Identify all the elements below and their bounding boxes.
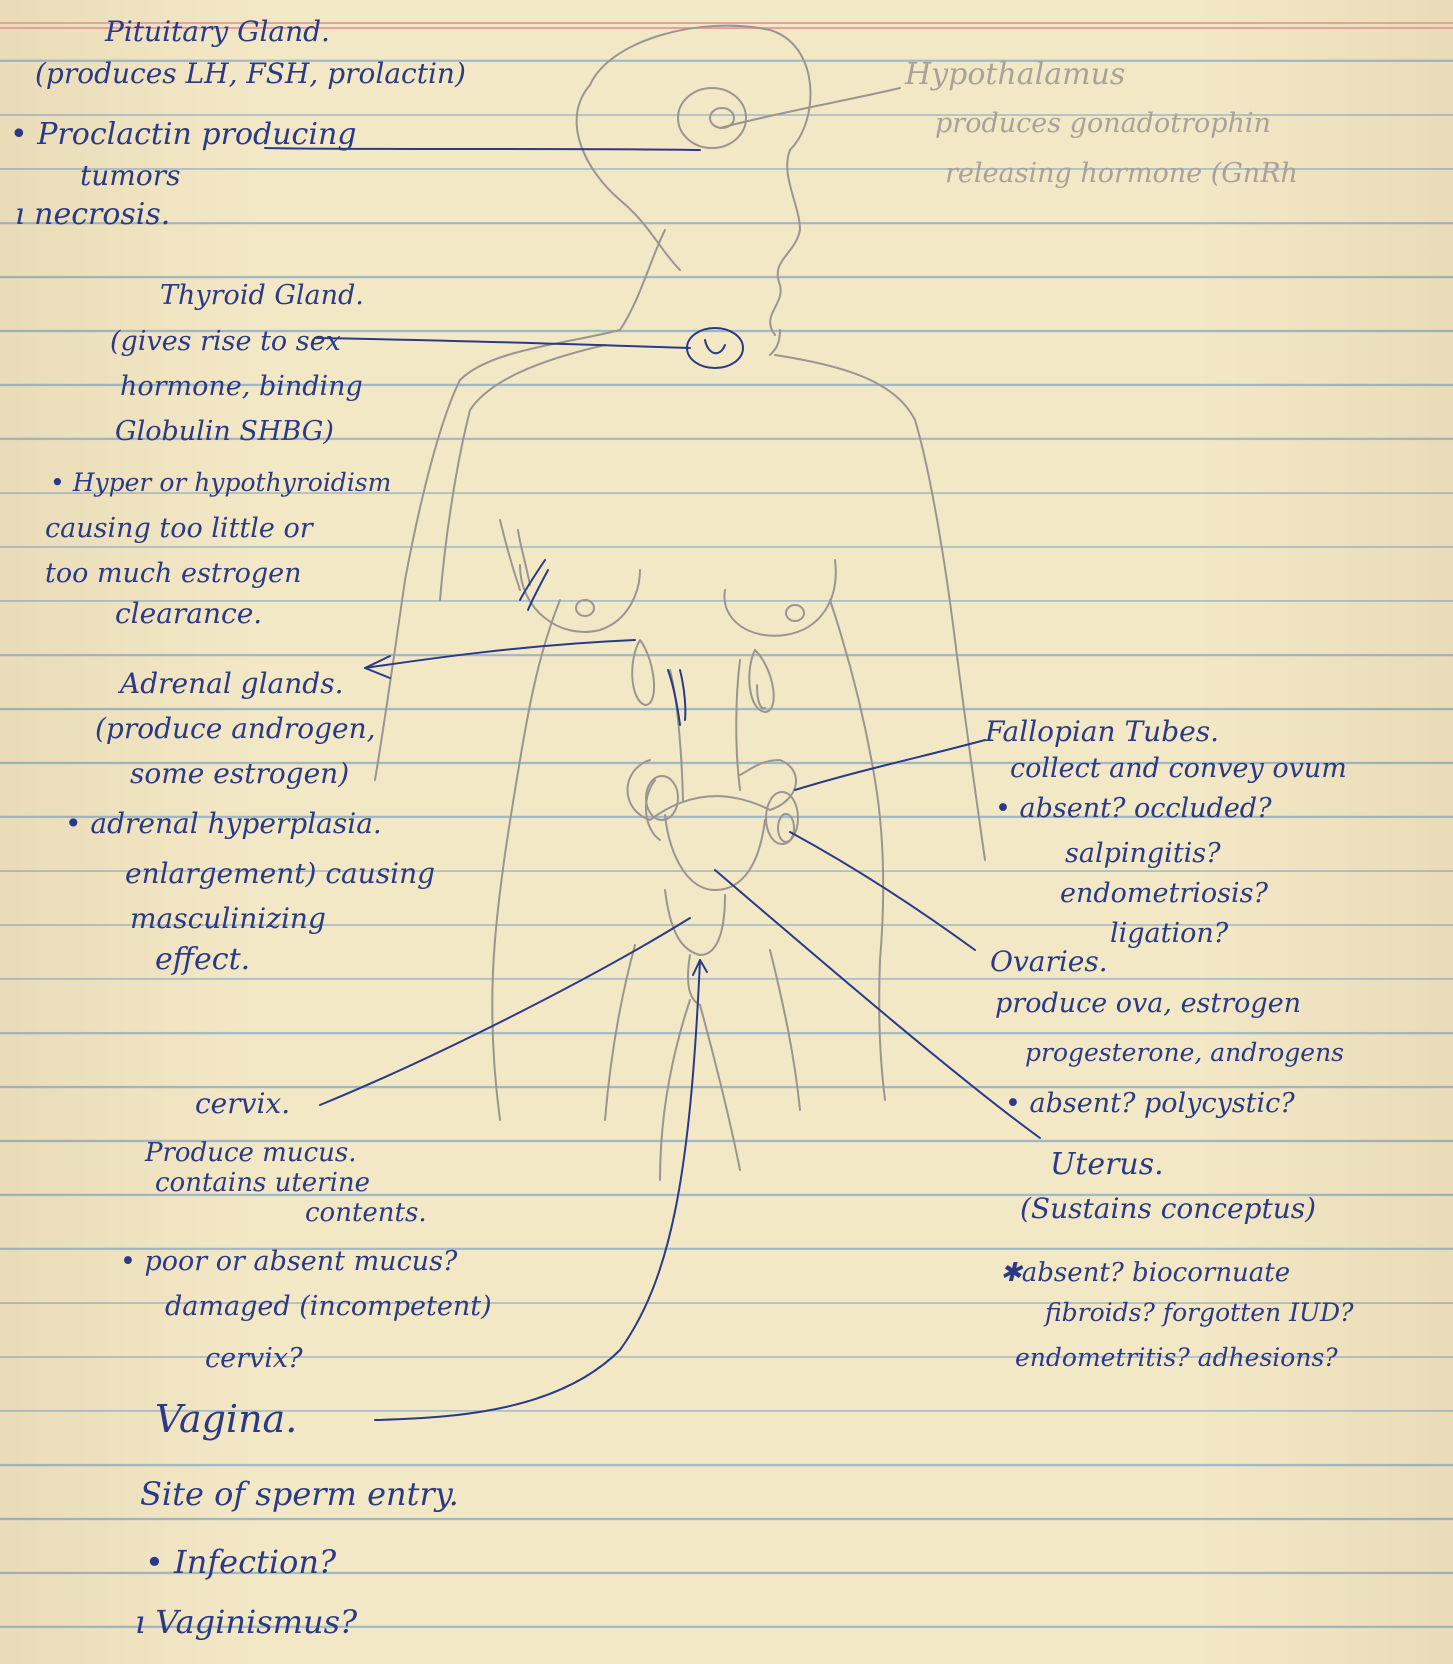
cervix-bullet-1: • poor or absent mucus? — [120, 1248, 457, 1275]
cervix-line-4: damaged (incompetent) — [165, 1293, 492, 1320]
pituitary-subtitle: (produces LH, FSH, prolactin) — [35, 60, 466, 88]
thyroid-line-6: clearance. — [115, 600, 262, 628]
ovaries-line-2: progesterone, androgens — [1025, 1040, 1344, 1065]
adrenal-bullet-1: • adrenal hyperplasia. — [65, 810, 382, 838]
fallopian-line-3: endometriosis? — [1060, 880, 1268, 907]
uterus-line-2: fibroids? forgotten IUD? — [1045, 1300, 1354, 1325]
thyroid-bullet-1: • Hyper or hypothyroidism — [50, 470, 391, 495]
cervix-line-1: Produce mucus. — [145, 1140, 357, 1166]
pituitary-bullet-2: ı necrosis. — [15, 200, 170, 230]
ovaries-line-1: produce ova, estrogen — [995, 990, 1301, 1017]
fallopian-bullet-1: • absent? occluded? — [995, 795, 1272, 822]
adrenal-line-3: enlargement) causing — [125, 860, 435, 888]
ovaries-bullet-1: • absent? polycystic? — [1005, 1090, 1295, 1117]
hypothalamus-line-3: releasing hormone (GnRh — [945, 160, 1298, 187]
vagina-line-1: Site of sperm entry. — [140, 1478, 459, 1510]
fallopian-line-1: collect and convey ovum — [1010, 755, 1347, 782]
pituitary-title: Pituitary Gland. — [105, 18, 330, 46]
cervix-line-3: contents. — [305, 1200, 427, 1226]
ovaries-title: Ovaries. — [990, 948, 1108, 976]
thyroid-title: Thyroid Gland. — [160, 282, 364, 309]
uterus-bullet-1: ✱absent? biocornuate — [1000, 1260, 1290, 1286]
uterus-line-3: endometritis? adhesions? — [1015, 1345, 1338, 1370]
pituitary-bullet-1a: • Proclactin producing — [10, 120, 356, 150]
adrenal-line-4: masculinizing — [130, 905, 326, 933]
thyroid-line-5: too much estrogen — [45, 560, 302, 587]
cervix-line-5: cervix? — [205, 1345, 303, 1372]
thyroid-line-2: hormone, binding — [120, 373, 363, 400]
hypothalamus-line-2: produces gonadotrophin — [935, 110, 1271, 137]
fallopian-title: Fallopian Tubes. — [985, 718, 1219, 746]
adrenal-title: Adrenal glands. — [120, 670, 343, 698]
vagina-bullet-1: • Infection? — [145, 1546, 336, 1578]
thyroid-line-1: (gives rise to sex — [110, 328, 341, 355]
uterus-line-1: (Sustains conceptus) — [1020, 1195, 1316, 1223]
adrenal-line-2: some estrogen) — [130, 760, 349, 788]
cervix-title: cervix. — [195, 1090, 290, 1118]
hypothalamus-title: Hypothalamus — [905, 60, 1125, 90]
adrenal-line-5: effect. — [155, 945, 250, 975]
fallopian-line-2: salpingitis? — [1065, 840, 1221, 867]
uterus-title: Uterus. — [1050, 1150, 1164, 1180]
thyroid-line-4: causing too little or — [45, 515, 313, 542]
vagina-bullet-2: ı Vaginismus? — [135, 1606, 357, 1638]
fallopian-line-4: ligation? — [1110, 920, 1228, 947]
pencil-body-outline — [375, 26, 985, 1180]
cervix-line-2: contains uterine — [155, 1170, 370, 1196]
pituitary-bullet-1b: tumors — [80, 162, 180, 190]
adrenal-line-1: (produce androgen, — [95, 715, 376, 743]
thyroid-line-3: Globulin SHBG) — [115, 418, 334, 445]
vagina-title: Vagina. — [155, 1400, 297, 1438]
